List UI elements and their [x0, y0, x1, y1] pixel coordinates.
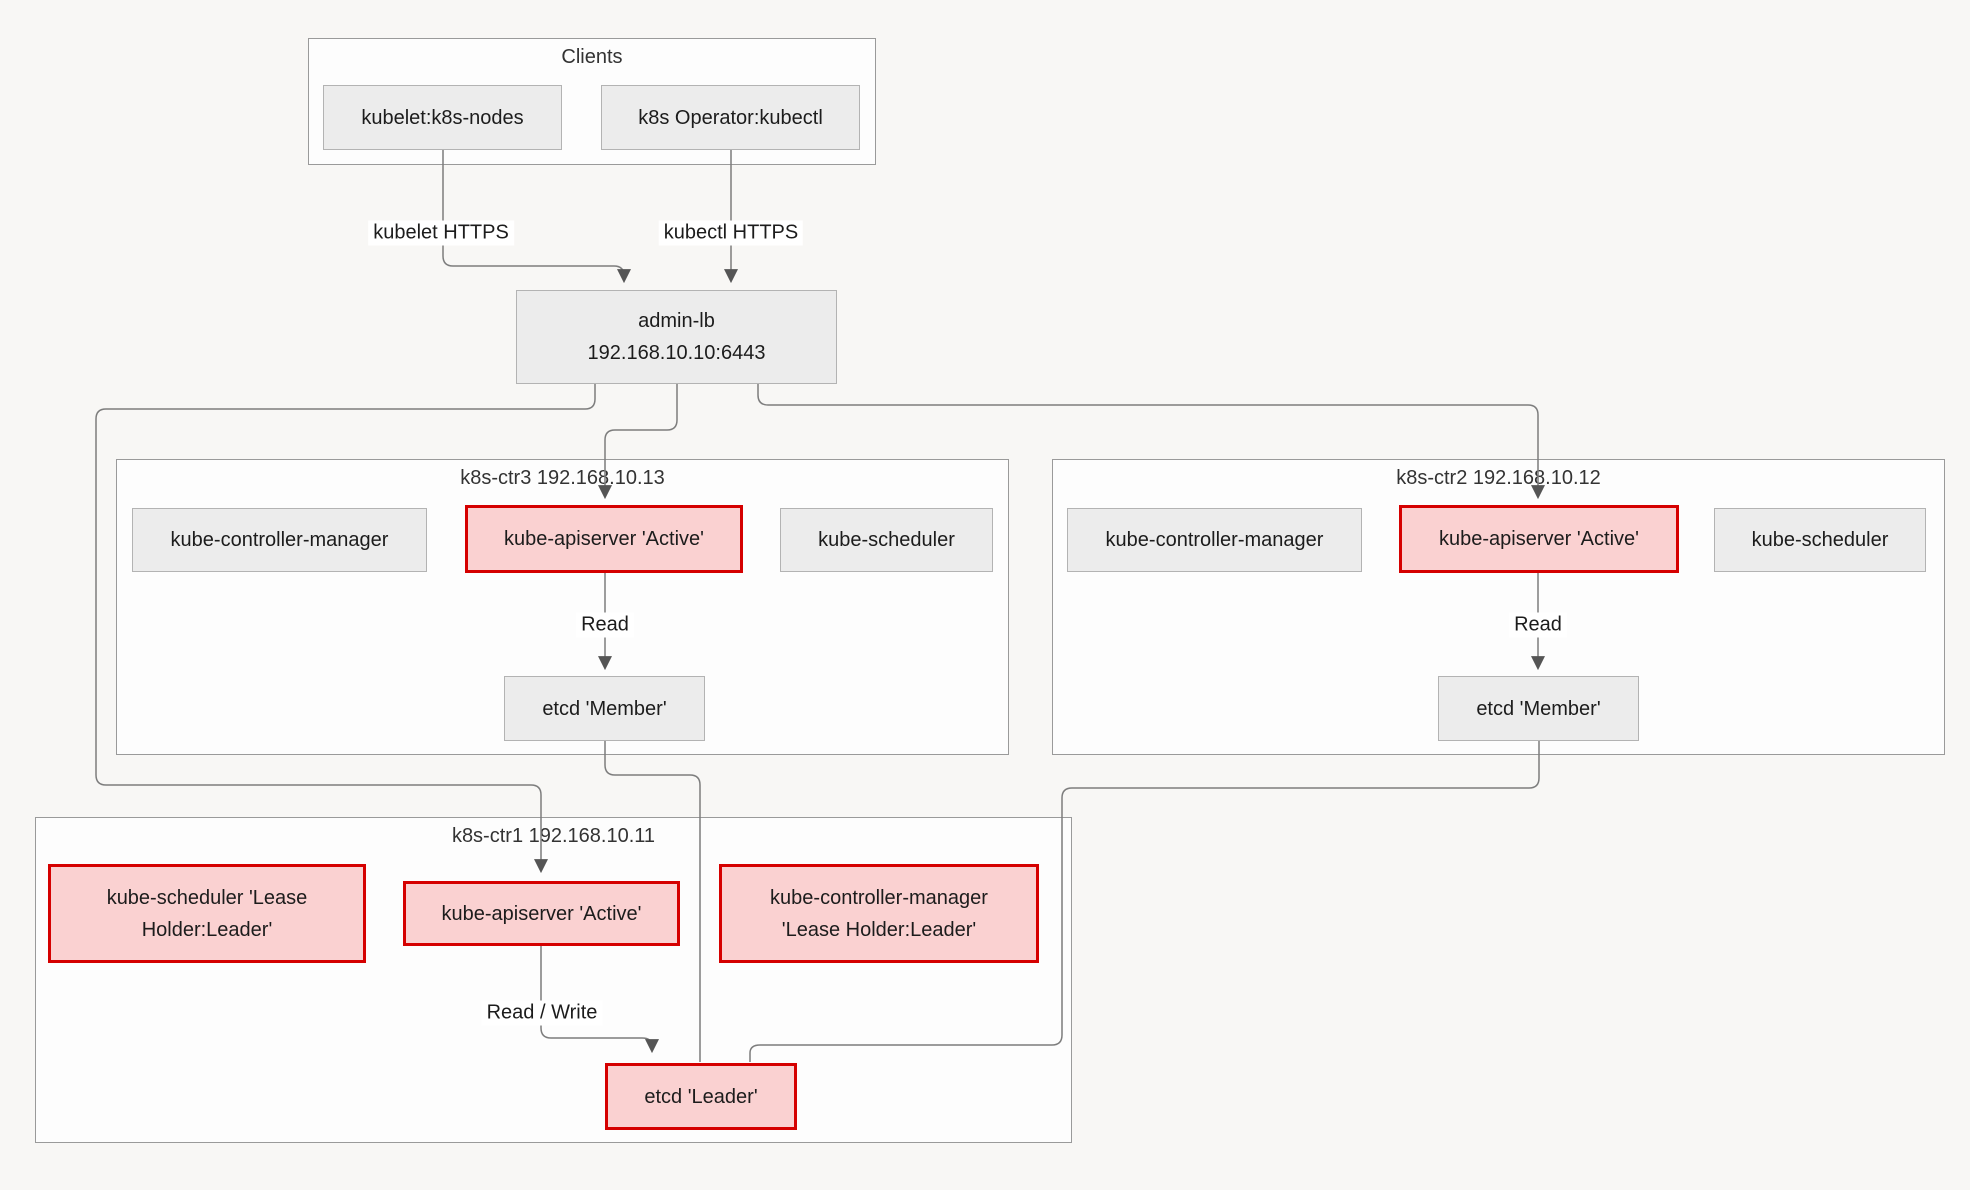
- edge-ctr3-etcd-member-to-etcd-leader: [604, 741, 701, 1062]
- node-ctr1-controller-manager-lease: kube-controller-manager 'Lease Holder:Le…: [719, 864, 1039, 963]
- node-ctr3-apiserver-label: kube-apiserver 'Active': [504, 528, 704, 550]
- edge-label-read-write: Read / Write: [481, 1000, 603, 1026]
- node-admin-lb: admin-lb 192.168.10.10:6443: [516, 290, 837, 384]
- node-k8s-operator-kubectl-label: k8s Operator:kubectl: [638, 106, 823, 129]
- node-ctr1-controller-manager-lease-line1: kube-controller-manager: [770, 886, 988, 909]
- admin-lb-address: 192.168.10.10:6443: [587, 342, 766, 364]
- node-ctr3-scheduler: kube-scheduler: [780, 508, 993, 572]
- edge-label-read-ctr2: Read: [1509, 612, 1567, 638]
- admin-lb-name: admin-lb: [638, 310, 715, 332]
- node-ctr2-apiserver: kube-apiserver 'Active': [1399, 505, 1679, 573]
- edge-label-read-ctr3: Read: [576, 612, 634, 638]
- node-ctr2-scheduler-label: kube-scheduler: [1751, 529, 1889, 551]
- node-ctr2-apiserver-label: kube-apiserver 'Active': [1439, 528, 1639, 550]
- node-ctr3-etcd-member: etcd 'Member': [504, 676, 705, 741]
- node-ctr1-scheduler-lease-line1: kube-scheduler 'Lease: [106, 886, 308, 909]
- edge-adminlb-to-ctr1-apiserver: [95, 384, 596, 874]
- node-ctr1-scheduler-lease-line2: Holder:Leader': [141, 918, 273, 941]
- node-k8s-operator-kubectl: k8s Operator:kubectl: [601, 85, 860, 150]
- node-ctr3-apiserver: kube-apiserver 'Active': [465, 505, 743, 573]
- node-kubelet-k8s-nodes: kubelet:k8s-nodes: [323, 85, 562, 150]
- edge-adminlb-to-ctr3-apiserver: [598, 384, 678, 500]
- node-etcd-leader: etcd 'Leader': [605, 1063, 797, 1130]
- node-ctr1-scheduler-lease: kube-scheduler 'Lease Holder:Leader': [48, 864, 366, 963]
- node-ctr2-etcd-member: etcd 'Member': [1438, 676, 1639, 741]
- node-kubelet-k8s-nodes-label: kubelet:k8s-nodes: [361, 106, 524, 129]
- node-ctr3-scheduler-label: kube-scheduler: [818, 529, 955, 551]
- node-ctr1-controller-manager-lease-line2: 'Lease Holder:Leader': [781, 918, 977, 941]
- edge-label-kubelet-https: kubelet HTTPS: [368, 220, 514, 246]
- node-ctr3-etcd-member-label: etcd 'Member': [542, 697, 667, 720]
- node-ctr2-controller-manager-label: kube-controller-manager: [1105, 529, 1324, 551]
- node-ctr1-apiserver: kube-apiserver 'Active': [403, 881, 680, 946]
- node-etcd-leader-label: etcd 'Leader': [644, 1085, 758, 1108]
- node-ctr3-controller-manager-label: kube-controller-manager: [170, 529, 389, 551]
- edge-adminlb-to-ctr2-apiserver: [757, 384, 1545, 500]
- edge-kubelet-to-adminlb: [442, 150, 631, 284]
- node-ctr2-scheduler: kube-scheduler: [1714, 508, 1926, 572]
- edge-ctr2-etcd-member-to-etcd-leader: [749, 741, 1540, 1062]
- edge-ctr1-apiserver-to-etcd-leader: [540, 946, 659, 1054]
- edge-label-kubectl-https: kubectl HTTPS: [658, 220, 804, 246]
- node-ctr3-controller-manager: kube-controller-manager: [132, 508, 427, 572]
- node-ctr2-etcd-member-label: etcd 'Member': [1476, 697, 1601, 720]
- node-ctr2-controller-manager: kube-controller-manager: [1067, 508, 1362, 572]
- node-ctr1-apiserver-label: kube-apiserver 'Active': [441, 902, 642, 925]
